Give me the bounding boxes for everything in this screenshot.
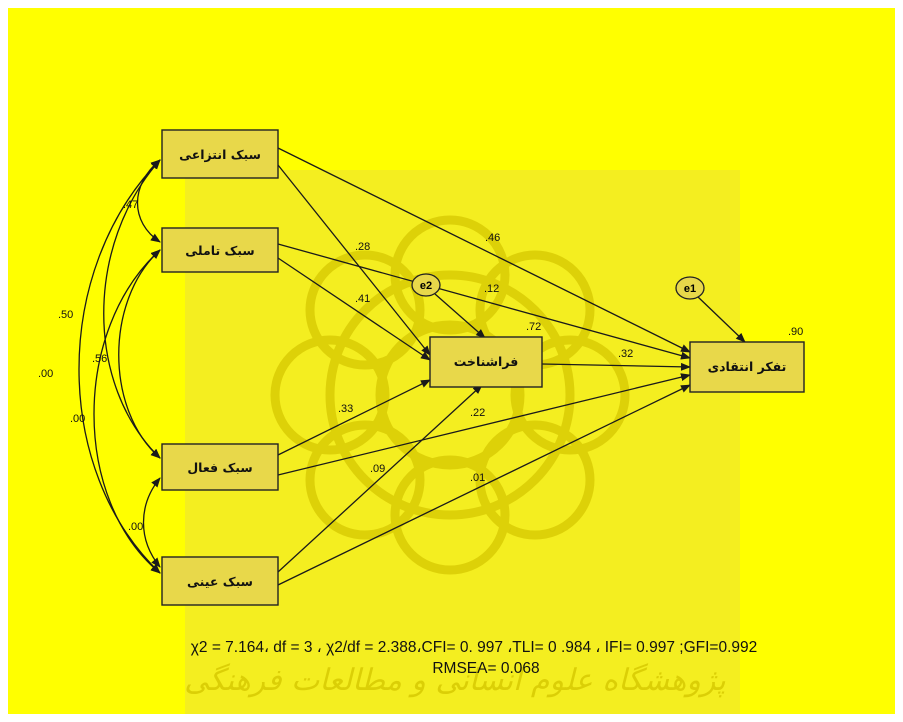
path-ob4-meta bbox=[277, 384, 483, 573]
coef-ob4-critical: .01 bbox=[470, 472, 485, 484]
coef-ob2-critical: .12 bbox=[484, 283, 499, 295]
coef-ob2-meta: .41 bbox=[355, 293, 370, 305]
node-ob3-label: سبک فعال bbox=[187, 460, 252, 475]
corr-arc-ob2-ob3 bbox=[118, 249, 161, 459]
coef-meta-critical: .32 bbox=[618, 348, 633, 360]
coef-ob4-meta: .22 bbox=[470, 407, 485, 419]
node-critical-thinking-label: تفکر انتقادی bbox=[708, 359, 787, 374]
coef-ob1-critical: .46 bbox=[485, 232, 500, 244]
path-ob1-meta bbox=[277, 164, 431, 356]
corr-arc-ob3-ob4 bbox=[142, 477, 161, 568]
node-metacognition-label: فراشناخت bbox=[454, 354, 519, 369]
error-e1-label: e1 bbox=[684, 283, 696, 295]
corr-ob2-ob3: .56 bbox=[92, 353, 107, 365]
coef-ob1-meta: .28 bbox=[355, 241, 370, 253]
node-ob2-label: سبک تاملی bbox=[185, 243, 254, 258]
path-ob3-meta bbox=[277, 379, 431, 456]
r-squared-critical: .90 bbox=[788, 326, 803, 338]
node-ob4: سبک عینی bbox=[161, 556, 279, 606]
corr-ob1-ob2: .47 bbox=[123, 199, 138, 211]
node-ob3: سبک فعال bbox=[161, 443, 279, 491]
node-ob2: سبک تاملی bbox=[161, 227, 279, 273]
path-ob2-meta bbox=[277, 257, 431, 361]
corr-arc-ob2-ob4 bbox=[93, 249, 161, 574]
fit-indices-line1: χ2 = 7.164، df = 3 ، χ2/df = 2.388،CFI= … bbox=[191, 639, 758, 656]
node-ob1-label: سبک انتزاعی bbox=[179, 147, 261, 162]
node-critical-thinking: تفکر انتقادی bbox=[689, 341, 805, 393]
watermark-text: پژوهشگاه علوم انسانی و مطالعات فرهنگی bbox=[184, 663, 726, 698]
node-ob4-label: سبک عینی bbox=[187, 574, 253, 589]
path-e2-meta bbox=[434, 293, 486, 339]
path-meta-critical bbox=[541, 362, 691, 371]
r-squared-meta: .72 bbox=[526, 321, 541, 333]
node-ob1: سبک انتزاعی bbox=[161, 129, 279, 179]
regression-paths bbox=[277, 147, 746, 586]
path-ob3-critical bbox=[277, 373, 691, 476]
error-e1: e1 bbox=[675, 276, 705, 300]
error-e2-label: e2 bbox=[420, 280, 432, 292]
corr-ob2-ob4: .00 bbox=[70, 413, 85, 425]
error-e2: e2 bbox=[411, 273, 441, 297]
corr-ob3-ob4: .00 bbox=[128, 521, 143, 533]
path-ob2-critical bbox=[277, 243, 691, 360]
path-ob1-critical bbox=[277, 147, 691, 353]
corr-ob1-ob3: .50 bbox=[58, 309, 73, 321]
fit-indices-line2: RMSEA= 0.068 bbox=[432, 660, 539, 677]
node-metacognition: فراشناخت bbox=[429, 336, 543, 388]
path-e1-critical bbox=[696, 295, 746, 343]
correlation-arcs bbox=[78, 159, 161, 574]
coef-ob3-critical: .09 bbox=[370, 463, 385, 475]
corr-ob1-ob4: .00 bbox=[38, 368, 53, 380]
coef-ob3-meta: .33 bbox=[338, 403, 353, 415]
path-ob4-critical bbox=[277, 384, 691, 586]
